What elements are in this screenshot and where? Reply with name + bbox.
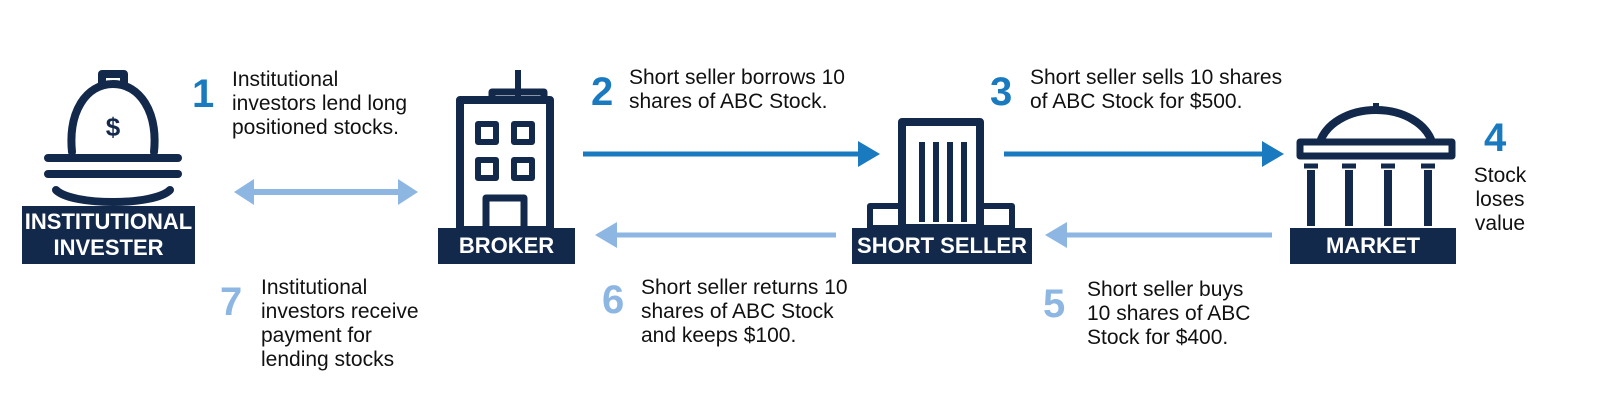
arrow-5-left-icon bbox=[1045, 222, 1272, 248]
step-5-line-3: Stock for $400. bbox=[1087, 326, 1229, 349]
office-building-icon bbox=[456, 70, 554, 234]
step-5-number: 5 bbox=[1043, 282, 1066, 326]
step-7-line-4: lending stocks bbox=[261, 348, 395, 371]
step-6-number: 6 bbox=[602, 278, 625, 322]
step-4-line-2: loses bbox=[1475, 188, 1525, 211]
step-1-line-3: positioned stocks. bbox=[232, 116, 399, 139]
step-5-line-2: 10 shares of ABC bbox=[1087, 302, 1251, 325]
step-1-text: Institutional investors lend long positi… bbox=[232, 68, 407, 140]
investor-label: INSTITUTIONAL INVESTER bbox=[22, 206, 195, 264]
investor-label-line-1: INSTITUTIONAL bbox=[24, 209, 193, 234]
step-2-line-2: shares of ABC Stock. bbox=[629, 90, 828, 113]
arrow-6-left-icon bbox=[595, 222, 836, 248]
step-3-text: Short seller sells 10 shares of ABC Stoc… bbox=[1030, 66, 1282, 114]
step-4-text: Stock loses value bbox=[1462, 164, 1538, 236]
domed-exchange-icon bbox=[1296, 103, 1456, 226]
step-7-line-2: investors receive bbox=[261, 300, 419, 323]
step-6-line-1: Short seller returns 10 bbox=[641, 276, 848, 299]
step-7-line-1: Institutional bbox=[261, 276, 368, 299]
step-2-line-1: Short seller borrows 10 bbox=[629, 66, 845, 89]
market-label: MARKET bbox=[1290, 228, 1456, 264]
step-4-line-3: value bbox=[1474, 212, 1526, 235]
arrow-1-double-icon bbox=[234, 179, 418, 205]
step-3-number: 3 bbox=[990, 70, 1013, 114]
step-1-number: 1 bbox=[192, 72, 215, 116]
step-6-line-2: shares of ABC Stock bbox=[641, 300, 834, 323]
step-4-line-1: Stock bbox=[1473, 164, 1527, 187]
step-1-line-1: Institutional bbox=[232, 68, 339, 91]
broker-label: BROKER bbox=[438, 228, 575, 264]
step-5-line-1: Short seller buys bbox=[1087, 278, 1244, 301]
step-6-text: Short seller returns 10 shares of ABC St… bbox=[641, 276, 848, 348]
investor-label-line-2: INVESTER bbox=[53, 235, 164, 260]
step-2-text: Short seller borrows 10 shares of ABC St… bbox=[629, 66, 845, 114]
step-7-text: Institutional investors receive payment … bbox=[261, 276, 419, 372]
nest-egg-icon bbox=[44, 70, 182, 206]
step-7-number: 7 bbox=[220, 280, 243, 324]
arrow-3-right-icon bbox=[1004, 141, 1284, 167]
short-seller-label: SHORT SELLER bbox=[852, 228, 1032, 264]
building-icon bbox=[867, 118, 1015, 232]
arrow-2-right-icon bbox=[583, 141, 880, 167]
dollar-sign-icon: $ bbox=[106, 112, 121, 142]
step-6-line-3: and keeps $100. bbox=[641, 324, 797, 347]
step-2-number: 2 bbox=[591, 70, 614, 114]
step-3-line-2: of ABC Stock for $500. bbox=[1030, 90, 1243, 113]
step-5-text: Short seller buys 10 shares of ABC Stock… bbox=[1087, 278, 1250, 350]
step-7-line-3: payment for bbox=[261, 324, 372, 347]
step-1-line-2: investors lend long bbox=[232, 92, 408, 115]
step-4-number: 4 bbox=[1484, 116, 1507, 160]
step-3-line-1: Short seller sells 10 shares bbox=[1030, 66, 1283, 89]
